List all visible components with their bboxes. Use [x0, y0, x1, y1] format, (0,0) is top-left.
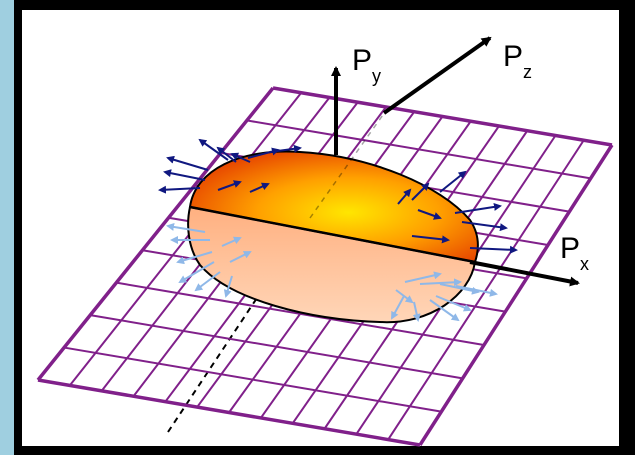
- grid-line: [63, 346, 442, 413]
- grid-line: [246, 119, 591, 180]
- pz-axis-arrow: [382, 36, 492, 115]
- grid-line: [387, 139, 585, 441]
- px-axis-arrow: [469, 260, 580, 287]
- lower-momentum-arrows: [166, 223, 498, 322]
- light-arrow: [229, 251, 252, 263]
- dark-arrow: [163, 169, 206, 181]
- grid-line: [90, 314, 463, 380]
- light-arrow: [439, 283, 480, 295]
- px-label-sub: x: [580, 254, 589, 274]
- px-label-main: P: [560, 232, 580, 265]
- light-arrow: [395, 289, 414, 304]
- dark-arrow: [411, 235, 450, 244]
- dark-arrow: [269, 144, 302, 153]
- dark-arrow: [217, 180, 242, 191]
- grid-line: [36, 86, 275, 382]
- dark-arrow: [461, 221, 508, 232]
- dark-arrow: [411, 182, 430, 201]
- light-arrow: [429, 299, 460, 322]
- dark-arrow: [454, 202, 502, 214]
- light-arrow: [178, 261, 215, 284]
- py-label-sub: y: [372, 66, 381, 86]
- dark-arrow: [249, 182, 270, 193]
- dark-arrow: [158, 185, 201, 194]
- light-arrow: [223, 275, 233, 298]
- dark-arrow: [439, 170, 467, 193]
- ellipsoid-equator: [189, 205, 476, 264]
- grid-line: [116, 281, 485, 346]
- light-arrow: [176, 251, 213, 265]
- light-arrow: [221, 236, 242, 247]
- light-arrow: [404, 271, 442, 283]
- light-arrow: [419, 278, 462, 287]
- upper-momentum-arrows: [158, 138, 518, 254]
- px-axis-label: P x: [560, 232, 589, 274]
- dark-arrow: [397, 188, 412, 205]
- light-arrow: [166, 223, 206, 233]
- py-label-main: P: [352, 44, 372, 77]
- grid-line: [418, 144, 614, 446]
- pz-axis-label: P z: [503, 40, 532, 82]
- ellipsoid-lower-half: [187, 205, 477, 324]
- pz-axis-inner: [309, 111, 386, 219]
- light-arrow: [455, 285, 498, 297]
- dark-arrow: [230, 152, 251, 163]
- grid-line: [37, 378, 421, 447]
- grid-line: [272, 86, 613, 147]
- ellipsoid-upper-half: [188, 150, 479, 264]
- dark-arrow: [166, 155, 209, 171]
- dark-arrow: [198, 138, 229, 161]
- light-arrow: [391, 295, 405, 320]
- dark-arrow: [469, 245, 518, 254]
- light-arrow: [412, 301, 421, 322]
- dark-arrow: [417, 209, 442, 220]
- light-arrow: [435, 295, 472, 312]
- light-arrow: [194, 271, 221, 292]
- pz-label-sub: z: [523, 62, 532, 82]
- py-axis-label: P y: [352, 44, 381, 86]
- pz-label-main: P: [503, 40, 523, 73]
